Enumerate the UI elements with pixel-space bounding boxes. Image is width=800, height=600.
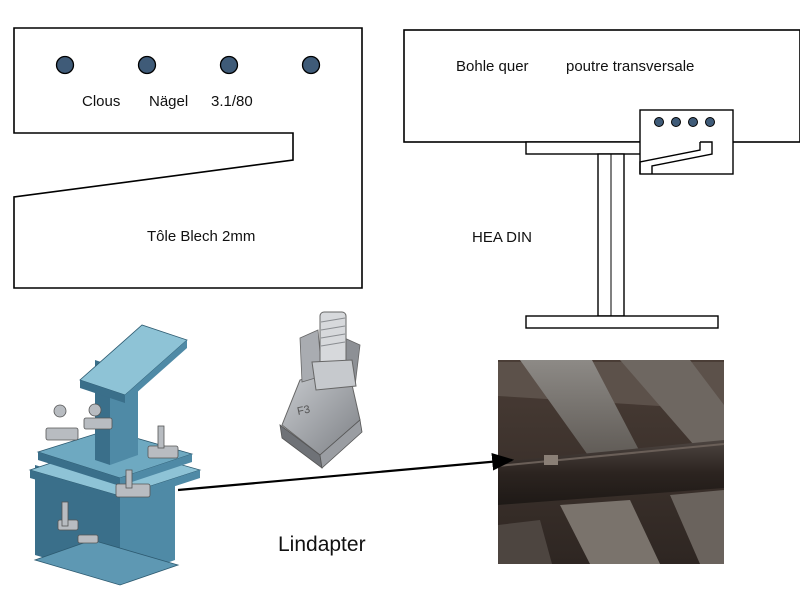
installation-photo bbox=[497, 360, 725, 564]
label-clous: Clous bbox=[82, 93, 121, 110]
small-nail-row bbox=[654, 117, 715, 127]
clamp-block bbox=[77, 534, 99, 544]
label-nail-size: 3.1/80 bbox=[211, 93, 253, 110]
nail-icon bbox=[705, 117, 715, 127]
bolt-icon bbox=[125, 469, 133, 489]
clamp-block bbox=[115, 483, 151, 498]
clamp-set bbox=[45, 403, 179, 544]
nail-icon bbox=[688, 117, 698, 127]
label-sheet: Tôle Blech 2mm bbox=[147, 228, 256, 245]
nail-icon bbox=[654, 117, 664, 127]
nail-icon bbox=[219, 55, 239, 75]
i-beam-3d-icon bbox=[28, 324, 202, 586]
nail-icon bbox=[55, 55, 75, 75]
bolt-icon bbox=[61, 501, 69, 527]
connection-arrow bbox=[177, 453, 515, 492]
label-nagel: Nägel bbox=[149, 93, 189, 110]
cross-plank bbox=[403, 29, 800, 143]
plank-with-sheet-drawing bbox=[13, 27, 363, 289]
nut-icon bbox=[88, 403, 102, 417]
nut-icon bbox=[53, 404, 67, 418]
clamp-block bbox=[83, 417, 113, 430]
label-poutre: poutre transversale bbox=[566, 58, 695, 75]
plank-outline bbox=[13, 27, 363, 289]
sheet-plate-box bbox=[639, 109, 734, 175]
hea-bottom-flange bbox=[525, 315, 719, 329]
nail-icon bbox=[671, 117, 681, 127]
nut-icon bbox=[311, 359, 357, 391]
nail-icon bbox=[137, 55, 157, 75]
lindapter-clamp-icon: F3 bbox=[279, 311, 363, 469]
bolt-icon bbox=[157, 425, 165, 449]
label-lindapter: Lindapter bbox=[278, 533, 366, 556]
label-bohle: Bohle quer bbox=[456, 58, 529, 75]
cross-plank-drawing bbox=[403, 29, 800, 329]
clamp-mark: F3 bbox=[296, 404, 311, 418]
nail-icon bbox=[301, 55, 321, 75]
clamp-block bbox=[45, 427, 79, 441]
nail-row bbox=[55, 55, 321, 75]
label-hea: HEA DIN bbox=[472, 229, 533, 246]
